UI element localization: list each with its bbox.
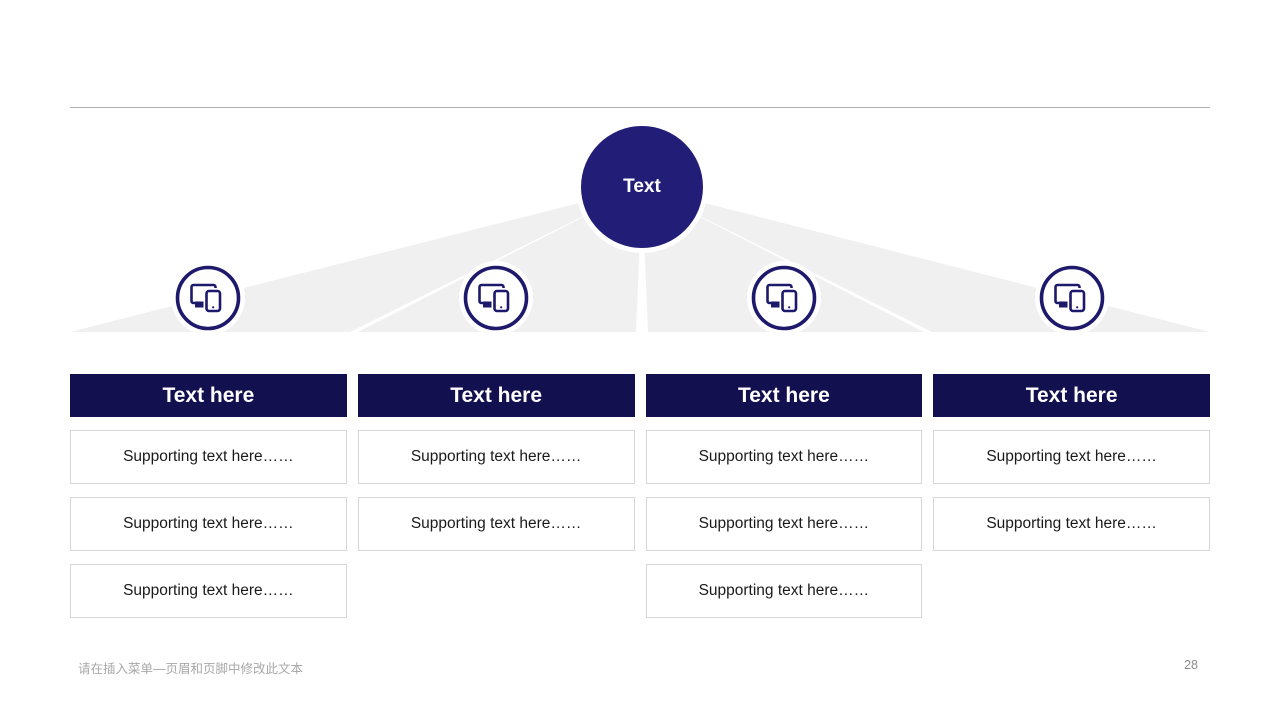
- supporting-text-box: Supporting text here……: [357, 430, 635, 484]
- devices-icon: [463, 265, 530, 331]
- supporting-text: Supporting text here……: [698, 515, 870, 532]
- supporting-text: Supporting text here……: [123, 582, 294, 599]
- column-header: Text here: [645, 374, 923, 417]
- column-header-label: Text here: [737, 383, 830, 407]
- supporting-text-box: Supporting text here……: [357, 497, 635, 551]
- header-divider: [70, 107, 1210, 108]
- supporting-text-box: Supporting text here……: [645, 497, 923, 551]
- supporting-text: Supporting text here……: [123, 448, 294, 465]
- supporting-text: Supporting text here……: [410, 515, 582, 532]
- supporting-text: Supporting text here……: [410, 448, 582, 465]
- supporting-text-box: Supporting text here……: [933, 497, 1210, 551]
- devices-icon: [750, 265, 817, 331]
- supporting-text: Supporting text here……: [986, 448, 1157, 465]
- column-4: Text here Supporting text here…… Support…: [933, 265, 1210, 618]
- supporting-text: Supporting text here……: [986, 515, 1157, 532]
- supporting-text-box: Supporting text here……: [933, 430, 1210, 484]
- column-1: Text here Supporting text here…… Support…: [70, 265, 347, 618]
- supporting-text-box: Supporting text here……: [645, 564, 923, 618]
- supporting-text-box: Supporting text here……: [645, 430, 923, 484]
- supporting-text-box: Supporting text here……: [70, 497, 347, 551]
- column-header-label: Text here: [450, 383, 543, 407]
- root-node: Text: [581, 126, 703, 248]
- column-header-label: Text here: [162, 383, 255, 407]
- supporting-text: Supporting text here……: [698, 582, 870, 599]
- column-header: Text here: [933, 374, 1210, 417]
- devices-icon: [175, 265, 242, 331]
- column-header-label: Text here: [1025, 383, 1118, 407]
- supporting-text-box: Supporting text here……: [70, 564, 347, 618]
- column-header: Text here: [357, 374, 635, 417]
- column-3: Text here Supporting text here…… Support…: [645, 265, 923, 618]
- page-number: 28: [1184, 658, 1198, 672]
- column-2: Text here Supporting text here…… Support…: [357, 265, 635, 618]
- columns-container: Text here Supporting text here…… Support…: [70, 265, 1210, 618]
- column-header: Text here: [70, 374, 347, 417]
- footer-note: 请在插入菜单—页眉和页脚中修改此文本: [78, 662, 304, 676]
- supporting-text: Supporting text here……: [698, 448, 870, 465]
- supporting-text: Supporting text here……: [123, 515, 294, 532]
- devices-icon: [1038, 265, 1105, 331]
- supporting-text-box: Supporting text here……: [70, 430, 347, 484]
- root-node-label: Text: [623, 176, 661, 197]
